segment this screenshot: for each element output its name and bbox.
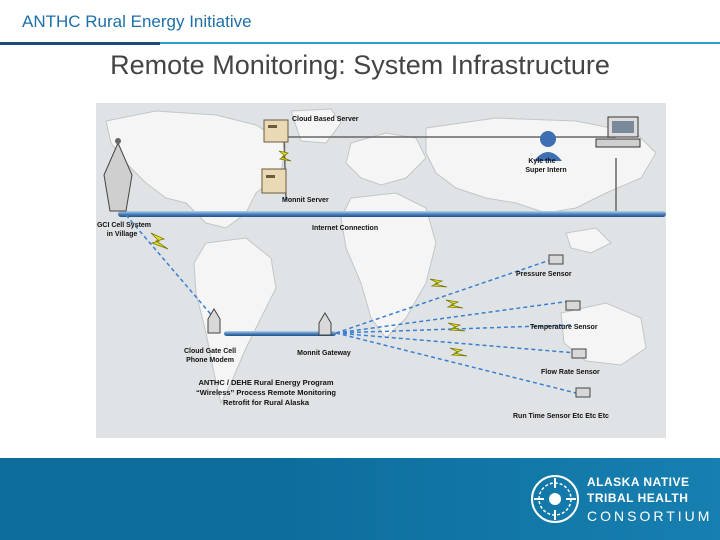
header-divider: [0, 42, 720, 45]
label-monnit-server: Monnit Server: [282, 197, 329, 204]
label-program-line2: “Wireless” Process Remote Monitoring: [196, 388, 336, 397]
label-cloud-server: Cloud Based Server: [292, 116, 359, 123]
org-name-line2: TRIBAL HEALTH: [587, 491, 689, 505]
label-cloud-gate-cell: Cloud Gate Cell: [184, 348, 236, 355]
label-run-time-sensor: Run Time Sensor Etc Etc Etc: [513, 413, 609, 420]
cloud-server-icon: [263, 119, 289, 143]
intern-user-icon: [534, 131, 562, 161]
wireless-signal-bolts: [150, 150, 468, 357]
label-internet-connection: Internet Connection: [312, 225, 378, 232]
monnit-server-icon: [261, 168, 287, 194]
computer-icon: [595, 116, 641, 148]
internet-connection-pipe: [118, 211, 666, 217]
consortium-logo-icon: [531, 475, 579, 523]
label-in-village: in Village: [107, 231, 138, 238]
header-title: ANTHC Rural Energy Initiative: [22, 12, 252, 31]
org-name-line1: ALASKA NATIVE: [587, 475, 690, 489]
footer-band: [0, 458, 720, 540]
label-kyle: Kyle the: [528, 158, 555, 165]
cell-tower-icon: [103, 138, 133, 212]
gateway-device-icons: [207, 308, 332, 336]
label-temperature-sensor: Temperature Sensor: [530, 324, 598, 331]
label-program-line1: ANTHC / DEHE Rural Energy Program: [198, 378, 333, 387]
label-pressure-sensor: Pressure Sensor: [516, 271, 572, 278]
sensor-links: [125, 214, 577, 394]
slide-title: Remote Monitoring: System Infrastructure: [110, 50, 610, 80]
label-program-line3: Retrofit for Rural Alaska: [223, 398, 310, 407]
label-phone-modem: Phone Modem: [186, 357, 234, 364]
gateway-link-pipe: [224, 331, 336, 336]
label-flow-rate-sensor: Flow Rate Sensor: [541, 369, 600, 376]
sensor-icons: [548, 254, 591, 398]
org-name-line3: CONSORTIUM: [587, 508, 713, 524]
label-gci-cell-system: GCI Cell System: [97, 222, 151, 229]
infrastructure-diagram: Cloud Based Server Monnit Server Kyle th…: [96, 103, 666, 438]
label-monnit-gateway: Monnit Gateway: [297, 350, 351, 357]
label-super-intern: Super Intern: [525, 167, 566, 174]
